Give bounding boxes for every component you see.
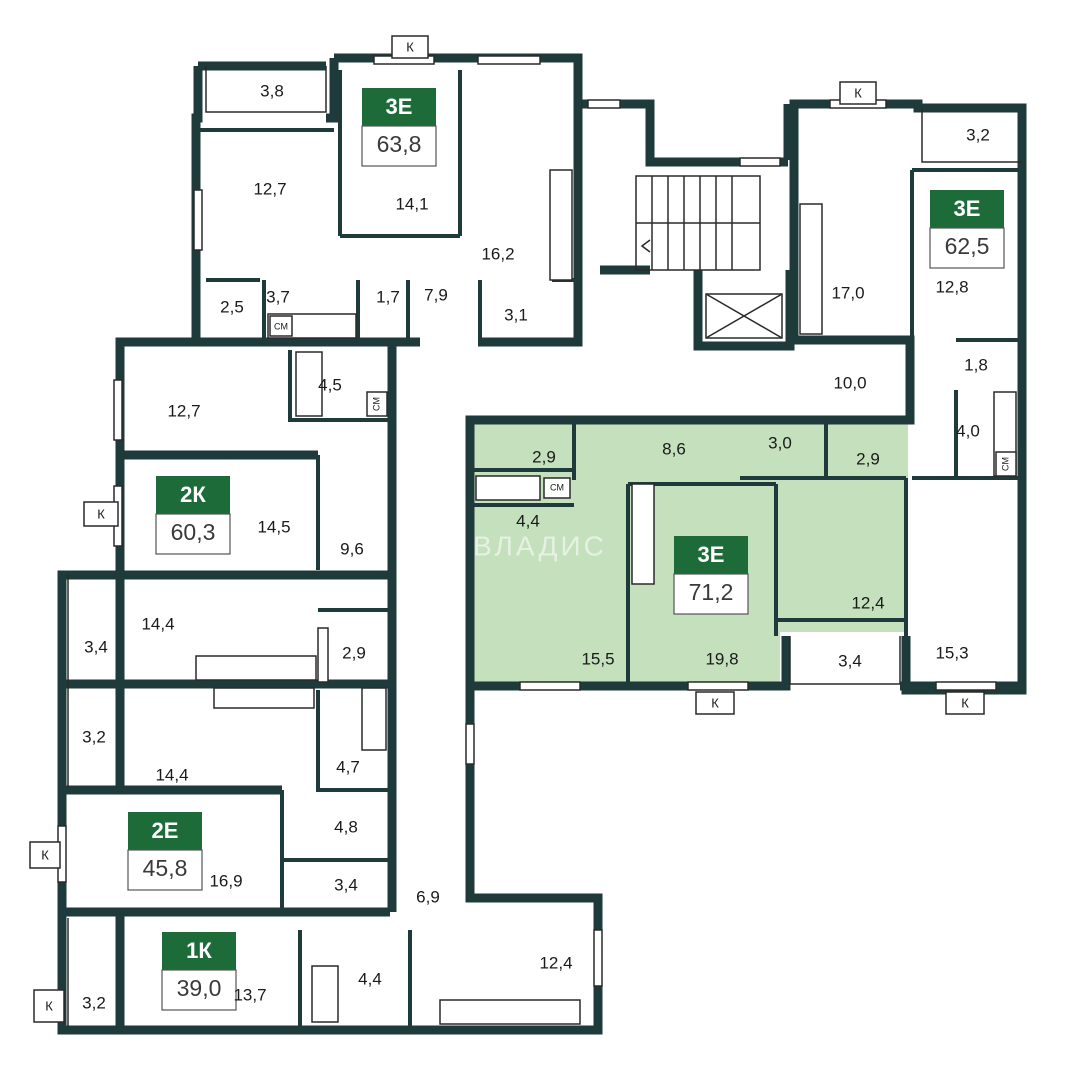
room-area-label: 16,2: [481, 244, 514, 263]
apartment-badge[interactable]: 3Е 62,5: [929, 190, 1005, 269]
apartment-area: 63,8: [377, 131, 422, 157]
apartment-area: 39,0: [177, 975, 222, 1001]
room-area-label: 12,7: [253, 179, 286, 198]
svg-text:СМ: СМ: [1000, 457, 1010, 471]
svg-text:К: К: [406, 39, 414, 54]
apartment-type: 3Е: [954, 196, 981, 221]
svg-text:К: К: [41, 847, 49, 862]
apartment-area: 60,3: [171, 519, 216, 545]
balconies: [67, 66, 1022, 1026]
room-area-label: 13,7: [233, 985, 266, 1004]
room-area-label: 14,4: [141, 614, 174, 633]
apartment-area: 62,5: [945, 233, 990, 259]
room-area-label: 12,4: [851, 593, 884, 612]
room-area-label: 4,4: [358, 969, 382, 988]
room-area-label: 4,4: [516, 511, 540, 530]
room-area-label: 6,9: [416, 887, 440, 906]
room-area-label: 3,0: [768, 433, 792, 452]
room-area-label: 3,7: [266, 287, 290, 306]
room-area-label: 17,0: [831, 283, 864, 302]
apartment-badge[interactable]: 1К 39,0: [161, 932, 237, 1011]
room-area-label: 14,5: [257, 517, 290, 536]
room-area-label: 10,0: [833, 373, 866, 392]
room-area-label: 9,6: [340, 539, 364, 558]
room-area-label: 15,5: [581, 649, 614, 668]
svg-text:К: К: [961, 695, 969, 710]
room-area-label: 15,3: [935, 643, 968, 662]
washer-markers: СМ СМ СМ СМ: [269, 315, 1017, 499]
room-area-label: 4,5: [318, 375, 342, 394]
room-area-label: 12,8: [935, 277, 968, 296]
apartment-badge[interactable]: 3Е 71,2: [673, 536, 749, 615]
svg-text:К: К: [45, 998, 53, 1013]
room-area-label: 1,8: [964, 355, 988, 374]
apartment-type: 2К: [180, 482, 206, 507]
room-area-label: 2,5: [220, 297, 244, 316]
room-area-label: 14,4: [155, 765, 188, 784]
room-area-label: 2,9: [342, 643, 366, 662]
svg-text:К: К: [854, 85, 862, 100]
room-area-label: 14,1: [395, 194, 428, 213]
apartment-area: 45,8: [143, 855, 188, 881]
room-area-label: 4,0: [956, 421, 980, 440]
room-area-label: 3,2: [82, 993, 106, 1012]
apartment-type: 3Е: [386, 94, 413, 119]
apartment-type: 3Е: [698, 542, 725, 567]
room-area-label: 3,8: [260, 81, 284, 100]
room-area-label: 19,8: [705, 649, 738, 668]
apartment-badge[interactable]: 2Е 45,8: [127, 812, 203, 891]
room-area-label: 1,7: [376, 287, 400, 306]
room-area-label: 3,2: [82, 727, 106, 746]
watermark: ВЛАДИС: [473, 530, 607, 561]
room-area-label: 7,9: [424, 285, 448, 304]
room-area-label: 3,4: [84, 637, 108, 656]
room-area-label: 4,8: [334, 817, 358, 836]
balcony-markers: К К К К К К К: [29, 35, 985, 1023]
room-area-label: 3,1: [504, 305, 528, 324]
svg-text:СМ: СМ: [550, 482, 564, 492]
staircase: [635, 175, 761, 271]
svg-text:СМ: СМ: [371, 397, 381, 411]
room-area-label: 12,4: [539, 953, 572, 972]
apartment-area: 71,2: [689, 579, 734, 605]
room-area-label: 3,2: [966, 125, 990, 144]
room-area-label: 8,6: [662, 439, 686, 458]
room-area-label: 2,9: [856, 449, 880, 468]
room-area-label: 3,4: [334, 875, 358, 894]
apartment-type: 1К: [186, 938, 212, 963]
apartment-type: 2Е: [152, 818, 179, 843]
elevator: [705, 293, 783, 339]
svg-text:К: К: [711, 695, 719, 710]
room-area-label: 12,7: [167, 401, 200, 420]
room-area-label: 16,9: [209, 871, 242, 890]
apartment-badge[interactable]: 3Е 63,8: [361, 88, 437, 167]
apartment-badge[interactable]: 2К 60,3: [155, 476, 231, 555]
room-area-label: 4,7: [336, 757, 360, 776]
room-labels: 3,8 12,7 14,1 16,2 2,5 3,7 1,7 7,9 3,1 12,7 4,5 14,…: [82, 81, 990, 1012]
room-area-label: 3,4: [838, 651, 862, 670]
svg-text:СМ: СМ: [274, 321, 288, 331]
apartment-badges: 3Е 63,8 3Е 62,5 2К 60,3 3Е 71,2 2Е 45,8 1К 39,0: [127, 88, 1005, 1011]
svg-text:К: К: [97, 506, 105, 521]
room-area-label: 2,9: [532, 447, 556, 466]
